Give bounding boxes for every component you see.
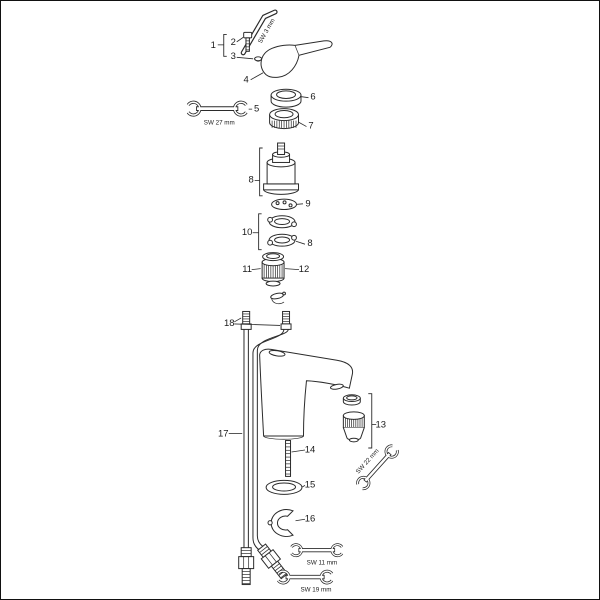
wrench-sw27-icon [188, 102, 246, 115]
callout-1-label: 1 [211, 40, 216, 51]
callout-3: 3 [231, 51, 254, 62]
callout-7: 7 [298, 121, 314, 132]
callout-14-label: 14 [305, 444, 316, 455]
wrench-sw19-icon [278, 571, 332, 583]
callout-6-label: 6 [310, 92, 315, 103]
callout-16-label: 16 [305, 513, 316, 524]
aerator-assembly [342, 394, 365, 443]
callout-9-label: 9 [305, 198, 310, 209]
callout-6: 6 [301, 92, 316, 103]
callout-16: 16 [295, 513, 316, 524]
callout-11-label: 11 [242, 264, 252, 275]
cartridge [263, 142, 300, 195]
handle-screw [243, 31, 253, 52]
callout-8-label: 8 [249, 174, 254, 185]
wrench-sw19-label: SW 19 mm [300, 587, 331, 594]
hose-threaded-tips [240, 310, 292, 330]
threaded-rod [285, 440, 292, 477]
callout-11: 11 [242, 264, 261, 275]
callout-7-label: 7 [308, 121, 313, 132]
cartridge-gasket [271, 198, 298, 211]
retaining-ring [269, 108, 300, 130]
small-seal-clip [270, 291, 286, 305]
callout-9: 9 [296, 198, 311, 209]
callout-17: 17 [218, 429, 243, 440]
callout-2-label: 2 [231, 37, 236, 48]
faucet-body [259, 348, 354, 440]
hose-connector-right [255, 542, 291, 582]
flow-insert [261, 252, 285, 287]
callout-13-label: 13 [375, 420, 386, 431]
wrench-sw11-label: SW 11 mm [307, 560, 338, 567]
handle-plug [254, 56, 263, 62]
callout-3-label: 3 [231, 51, 236, 62]
callout-8b: 8 [295, 238, 313, 249]
callout-2: 2 [231, 37, 244, 48]
callout-14: 14 [291, 444, 316, 455]
callout-8b-label: 8 [307, 238, 312, 249]
wrench-sw27-label: SW 27 mm [204, 120, 235, 127]
callout-15-label: 15 [305, 479, 316, 490]
callout-4-label: 4 [244, 75, 249, 86]
callout-13: 13 [368, 393, 386, 449]
hose-connector-left [238, 547, 255, 586]
callout-10: 10 [242, 213, 262, 251]
supply-hoses [243, 329, 289, 551]
mounting-horseshoe [267, 509, 294, 537]
callout-1: 1 [211, 33, 227, 57]
wrench-sw11-icon [291, 545, 342, 556]
callout-5-label: 5 [254, 104, 259, 115]
base-seal-ring [265, 479, 303, 495]
callout-15: 15 [302, 479, 315, 490]
callout-12: 12 [285, 264, 309, 275]
seal-set [267, 215, 297, 247]
handle-sleeve [270, 88, 302, 108]
lever-handle [260, 40, 333, 78]
callout-4: 4 [244, 72, 264, 86]
callout-12-label: 12 [299, 264, 310, 275]
callout-18-label: 18 [224, 318, 235, 329]
callout-18: 18 [224, 317, 281, 329]
callout-5: 5 [248, 104, 259, 115]
allen-key-icon [240, 9, 278, 56]
callout-8: 8 [249, 147, 263, 197]
callout-17-label: 17 [218, 429, 229, 440]
callout-10-label: 10 [242, 227, 253, 238]
